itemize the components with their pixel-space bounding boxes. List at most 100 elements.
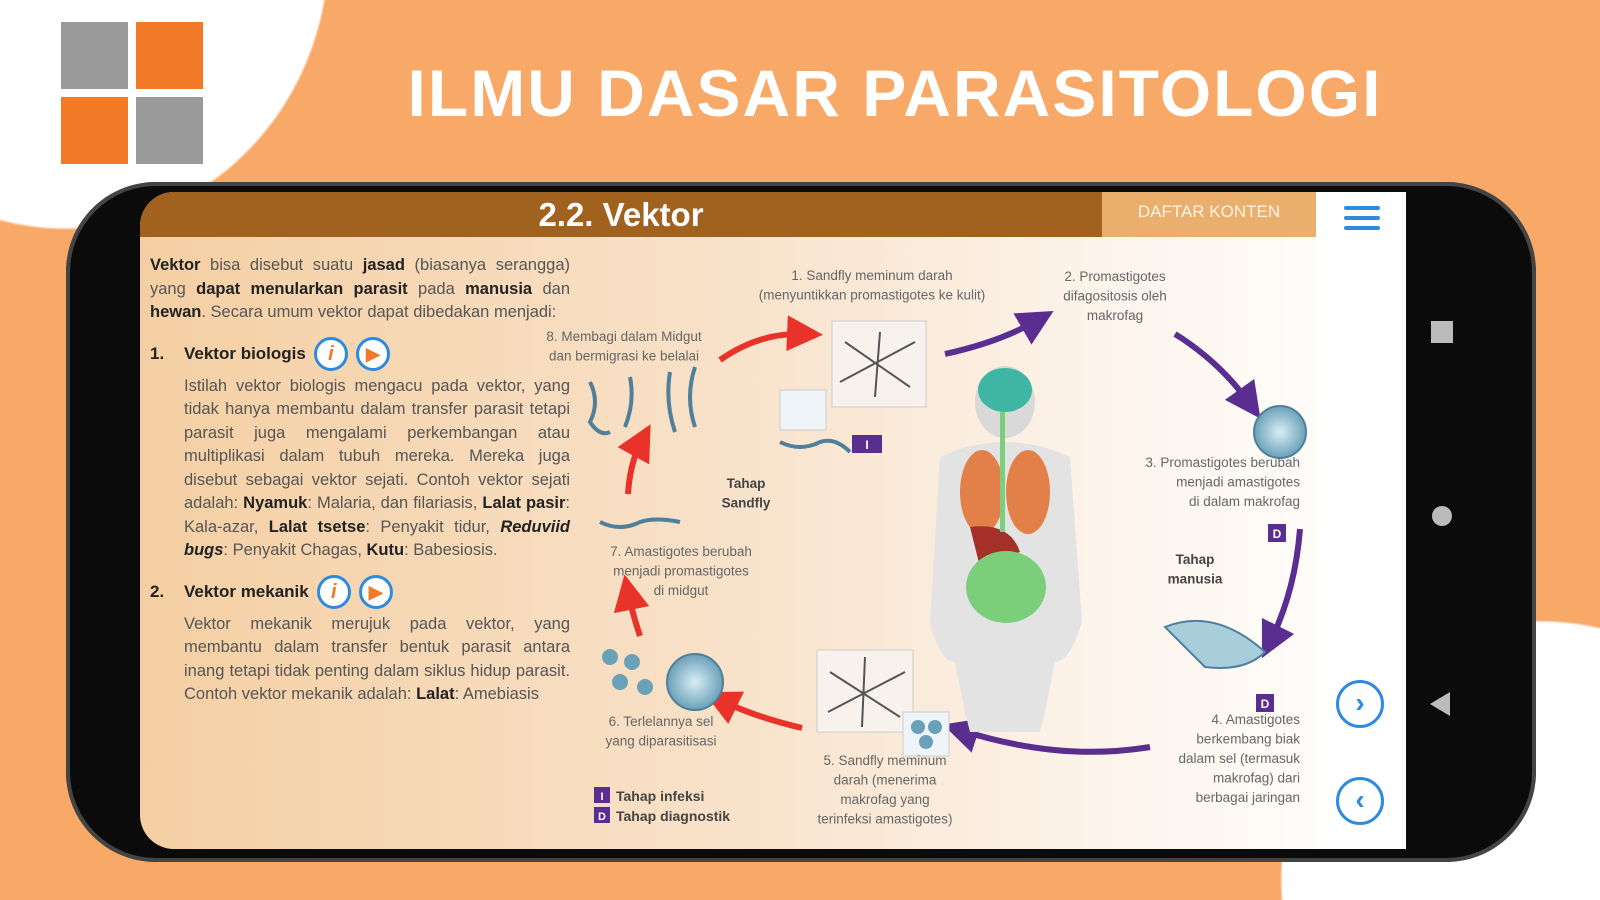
label-step8: 8. Membagi dalam Midgut dan bermigrasi ke…	[546, 329, 702, 364]
legend: I Tahap infeksi D Tahap diagnostik	[594, 787, 730, 824]
text-run: dan	[532, 279, 571, 298]
section-number: 2.	[150, 581, 165, 601]
red-arrows	[613, 315, 823, 731]
home-button[interactable]	[1432, 506, 1452, 526]
section-heading: 1. Vektor biologis i▶	[150, 336, 570, 371]
label-step1: 1. Sandfly meminum darah(menyuntikkan pr…	[759, 268, 986, 303]
label-step7: 7. Amastigotes berubah menjadi promastigo…	[610, 544, 752, 598]
text-run: : Penyakit Chagas,	[223, 541, 367, 559]
label-line: berbagai jaringan	[1196, 790, 1300, 805]
label-line: 5. Sandfly meminum	[823, 753, 946, 768]
text-run: Istilah vektor biologis mengacu pada vek…	[184, 376, 570, 513]
label-line: makrofag	[1087, 308, 1143, 323]
label-line: difagositosis oleh	[1063, 289, 1167, 304]
bold-term: Lalat	[416, 685, 455, 703]
back-button[interactable]	[1430, 692, 1450, 716]
bold-term: Lalat tsetse	[268, 517, 366, 536]
diagram-labels: 1. Sandfly meminum darah(menyuntikkan pr…	[546, 268, 1300, 827]
legend-key: D	[598, 811, 606, 823]
label-line: 7. Amastigotes berubah	[610, 544, 752, 559]
label-line: menjadi promastigotes	[613, 564, 749, 579]
content-text: Vektor bisa disebut suatu jasad (biasany…	[150, 254, 570, 707]
play-button[interactable]: ▶	[358, 574, 393, 609]
parasite-illustrations	[587, 366, 1307, 711]
play-button[interactable]: ▶	[355, 336, 390, 371]
bold-term: hewan	[150, 303, 202, 321]
text-run: Vektor mekanik merujuk pada vektor, yang…	[184, 614, 570, 704]
text-run: : Penyakit tidur,	[365, 517, 501, 536]
table-of-contents-tab[interactable]: DAFTAR KONTEN	[1102, 192, 1316, 237]
info-button[interactable]: i	[313, 336, 348, 371]
section-number: 1.	[150, 343, 165, 363]
menu-icon[interactable]	[1344, 206, 1380, 232]
legend-diagnostic: Tahap diagnostik	[616, 808, 730, 824]
recent-apps-button[interactable]	[1431, 321, 1453, 343]
label-step3: 3. Promastigotes berubah menjadi amastigo…	[1145, 455, 1300, 509]
bold-term: Lalat pasir	[482, 494, 566, 512]
legend-key: I	[600, 791, 603, 803]
section-body: Vektor mekanik merujuk pada vektor, yang…	[150, 613, 570, 707]
label-stage-human: Tahap manusia	[1168, 552, 1223, 587]
label-line: 2. Promastigotes	[1064, 269, 1166, 284]
stage-badges: I D D	[852, 435, 1286, 712]
intro-paragraph: Vektor bisa disebut suatu jasad (biasany…	[150, 254, 570, 325]
label-line: Tahap	[727, 476, 766, 491]
label-line: dalam sel (termasuk	[1178, 751, 1300, 766]
diagnostic-badge: D	[1273, 527, 1282, 541]
bold-term: dapat menularkan parasit	[196, 279, 408, 298]
leishmania-life-cycle-diagram: 1. Sandfly meminum darah(menyuntikkan pr…	[546, 268, 1307, 827]
label-step6: 6. Terlelannya sel yang diparasitisasi	[605, 714, 716, 749]
bold-term: Vektor	[150, 256, 201, 274]
app-logo	[61, 22, 203, 164]
diagnostic-badge: D	[1261, 697, 1270, 711]
bold-term: Nyamuk	[243, 494, 308, 512]
text-run: pada	[407, 279, 466, 298]
side-panel: › ‹	[1316, 192, 1406, 849]
label-line: menjadi amastigotes	[1176, 475, 1300, 490]
label-step2: 2. Promastigotes difagositosis oleh makrof…	[1063, 269, 1167, 323]
label-line: di midgut	[654, 583, 709, 598]
label-line: (menyuntikkan promastigotes ke kulit)	[759, 288, 986, 303]
purple-arrows	[942, 310, 1303, 755]
banner-title: ILMU DASAR PARASITOLOGI	[407, 56, 1383, 130]
label-line: di dalam makrofag	[1189, 494, 1300, 509]
label-line: dan bermigrasi ke belalai	[549, 349, 699, 364]
label-step4: 4. Amastigotes berkembang biak dalam sel (…	[1178, 712, 1300, 805]
label-line: yang diparasitisasi	[605, 734, 716, 749]
label-line: makrofag yang	[840, 792, 929, 807]
infection-badge: I	[865, 438, 868, 452]
sandfly-illustration	[779, 320, 950, 757]
label-line: makrofag) dari	[1213, 771, 1300, 786]
text-run: : Kala-azar,	[184, 494, 570, 536]
label-line: manusia	[1168, 572, 1223, 587]
label-line: 3. Promastigotes berubah	[1145, 455, 1300, 470]
legend-infection: Tahap infeksi	[616, 788, 704, 804]
label-line: terinfeksi amastigotes)	[817, 812, 952, 827]
section-title: Vektor mekanik	[184, 581, 309, 601]
section-title: Vektor biologis	[184, 343, 306, 363]
label-line: 4. Amastigotes	[1211, 712, 1300, 727]
label-line: 6. Terlelannya sel	[609, 714, 714, 729]
bold-term: Kutu	[366, 541, 405, 559]
page-title: 2.2. Vektor	[140, 192, 1102, 237]
info-button[interactable]: i	[316, 574, 351, 609]
text-run: : Babesiosis.	[404, 541, 498, 559]
next-page-button[interactable]: ›	[1336, 680, 1384, 728]
bold-term: jasad	[362, 256, 405, 274]
bold-term: manusia	[465, 279, 533, 298]
text-run: (biasanya serangga) yang	[150, 256, 570, 298]
label-line: berkembang biak	[1196, 732, 1300, 747]
prev-page-button[interactable]: ‹	[1336, 777, 1384, 825]
section-body: Istilah vektor biologis mengacu pada vek…	[150, 375, 570, 563]
label-line: 8. Membagi dalam Midgut	[546, 329, 702, 344]
text-run: . Secara umum vektor dapat dibedakan men…	[201, 303, 557, 321]
bold-term: Reduviid bugs	[184, 517, 570, 560]
app-screen: 2.2. Vektor DAFTAR KONTEN › ‹ Vektor bis…	[140, 192, 1406, 849]
label-line: Sandfly	[722, 496, 771, 511]
text-run: : Amebiasis	[454, 685, 539, 703]
section-heading: 2. Vektor mekanik i▶	[150, 574, 570, 609]
human-body-illustration	[930, 366, 1082, 732]
label-line: Tahap	[1176, 552, 1215, 567]
